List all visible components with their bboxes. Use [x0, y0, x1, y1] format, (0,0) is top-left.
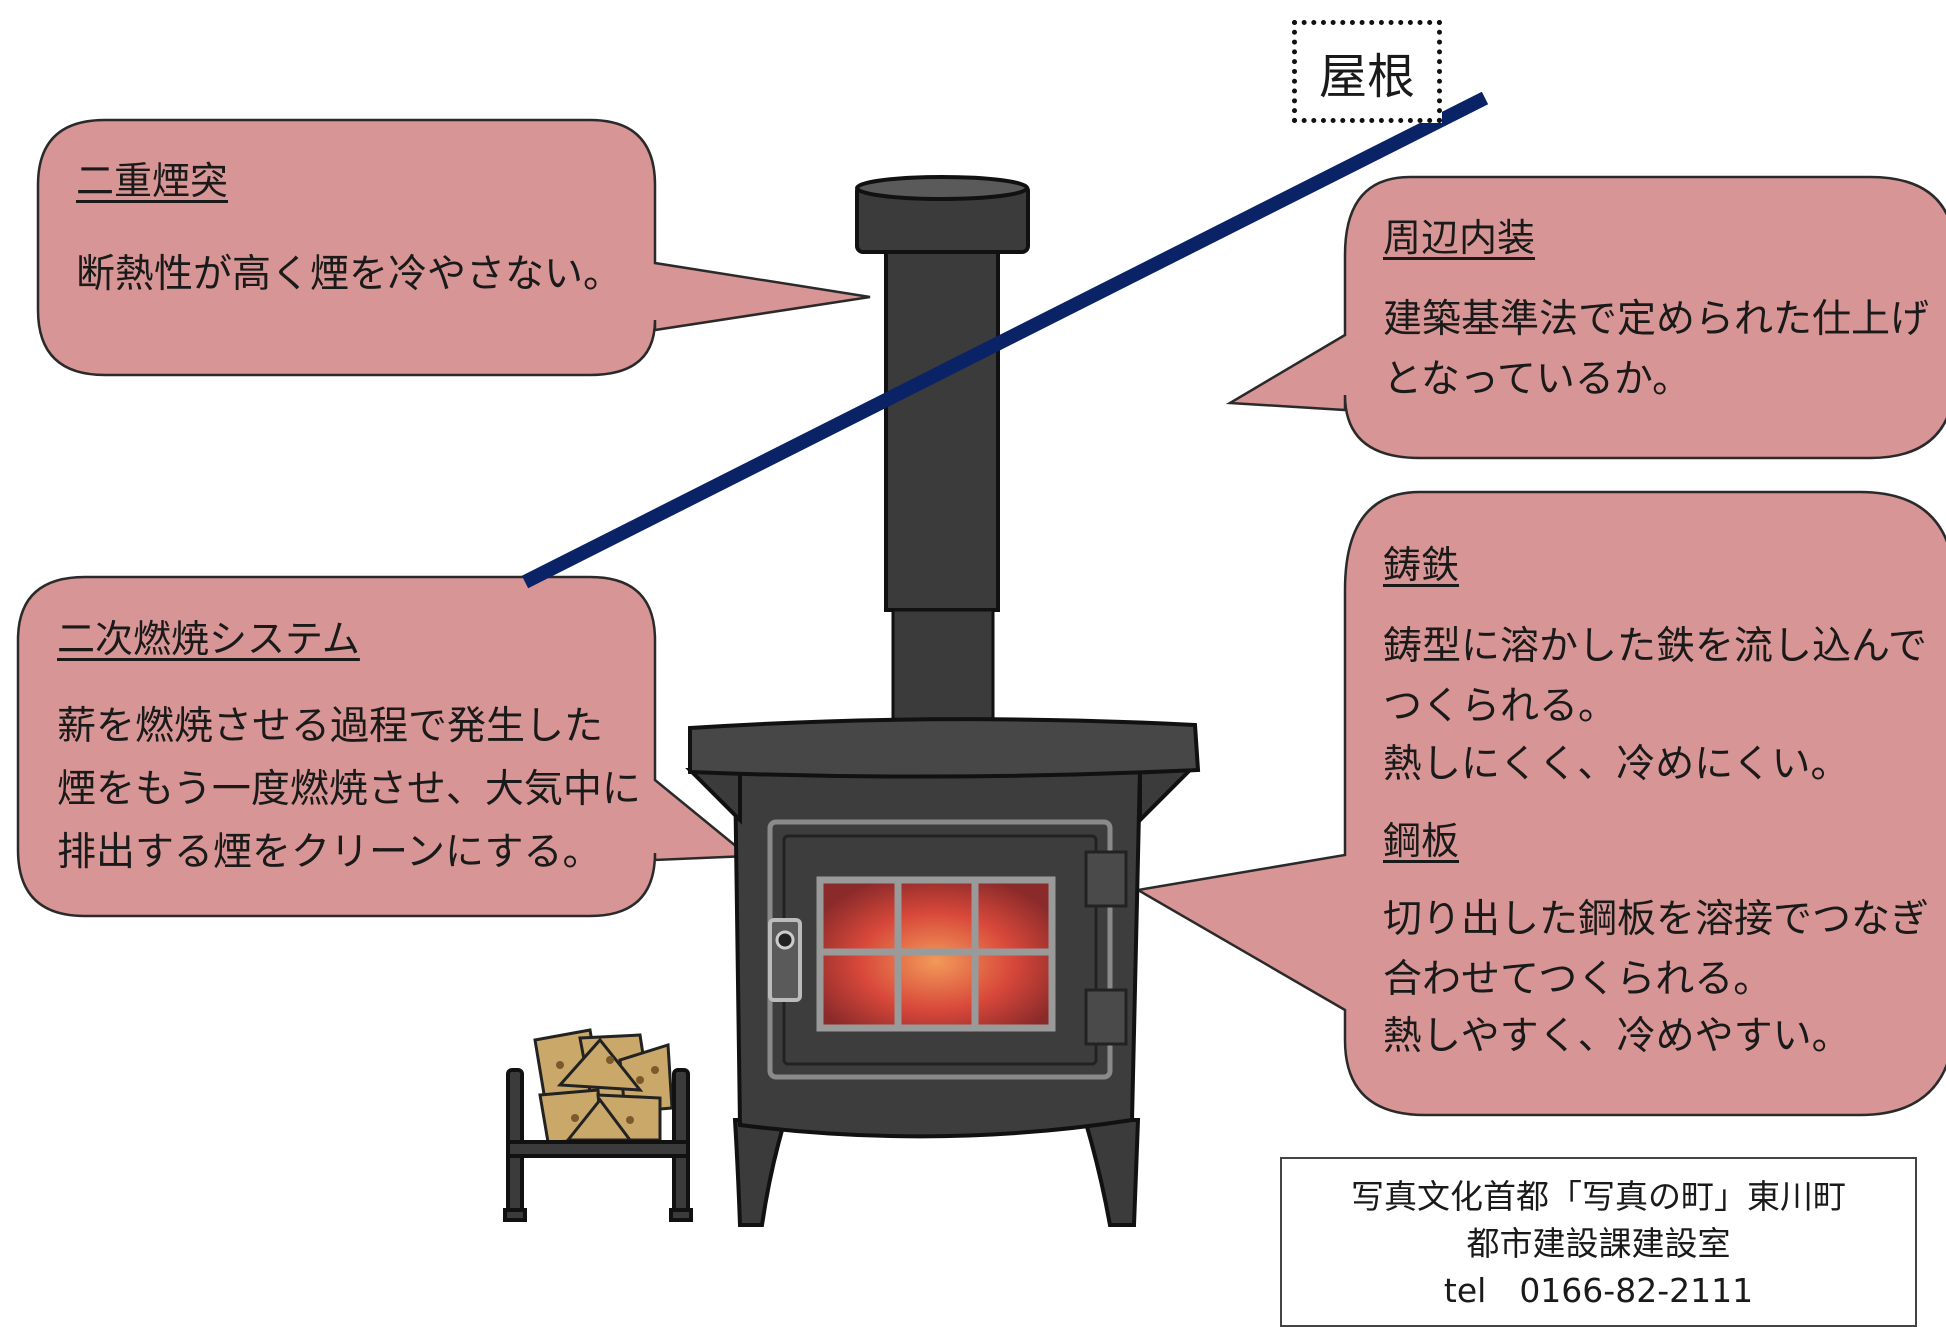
secondary-title: 二次燃焼システム [57, 617, 360, 661]
contact-phone: tel 0166-82-2111 [1443, 1271, 1754, 1310]
roof-label-box: 屋根 [1292, 20, 1442, 123]
steel-plate-line-3: 熱しやすく、冷めやすい。 [1383, 1014, 1851, 1059]
interior-line-2: となっているか。 [1383, 357, 1692, 402]
stove-bracket-left [685, 768, 742, 825]
cast-iron-title: 鋳鉄 [1383, 543, 1460, 587]
chimney-pipe [884, 250, 1000, 612]
double-chimney-line-1: 断熱性が高く煙を冷やさない。 [76, 252, 623, 297]
interior-line-1: 建築基準法で定められた仕上げ [1383, 297, 1930, 342]
flue-connector [891, 608, 995, 722]
stove-bracket-right [1138, 768, 1195, 825]
secondary-line-2: 煙をもう一度燃焼させ、大気中に [57, 767, 641, 812]
cast-iron-line-1: 鋳型に溶かした鉄を流し込んで [1383, 624, 1928, 669]
roof-label: 屋根 [1318, 48, 1415, 105]
bubble-secondary [16, 575, 752, 918]
steel-plate-line-2: 合わせてつくられる。 [1383, 957, 1773, 1002]
secondary-line-3: 排出する煙をクリーンにする。 [57, 830, 602, 875]
bubble-materials [1134, 490, 1946, 1117]
stove [685, 717, 1201, 1227]
bubble-double-chimney [36, 118, 871, 377]
secondary-line-1: 薪を燃焼させる過程で発生した [57, 704, 604, 749]
bubble-interior [1225, 175, 1946, 460]
chimney-cap-top [855, 175, 1029, 201]
rack-frame [503, 1068, 693, 1222]
stove-hinge-top [1084, 850, 1128, 908]
firewood-rack [503, 1028, 693, 1222]
cast-iron-line-3: 熱しにくく、冷めにくい。 [1383, 742, 1850, 787]
contact-organization: 写真文化首都「写真の町」東川町 [1351, 1177, 1846, 1216]
stove-top-plate [688, 717, 1201, 779]
contact-department: 都市建設課建設室 [1466, 1224, 1731, 1263]
stove-leg-right [1082, 1118, 1141, 1227]
stove-hinge-bottom [1084, 988, 1128, 1046]
contact-box: 写真文化首都「写真の町」東川町 都市建設課建設室 tel 0166-82-211… [1280, 1157, 1917, 1327]
roof-line [521, 91, 1489, 589]
double-chimney-title: 二重煙突 [76, 159, 229, 203]
steel-plate-line-1: 切り出した鋼板を溶接でつなぎ [1383, 897, 1930, 942]
firewood-logs [533, 1028, 674, 1144]
cast-iron-line-2: つくられる。 [1383, 684, 1618, 729]
steel-plate-title: 鋼板 [1383, 819, 1460, 863]
stove-leg-left [732, 1118, 788, 1227]
chimney [855, 175, 1030, 722]
callout-bubbles [16, 118, 1946, 1117]
interior-title: 周辺内装 [1383, 216, 1536, 260]
